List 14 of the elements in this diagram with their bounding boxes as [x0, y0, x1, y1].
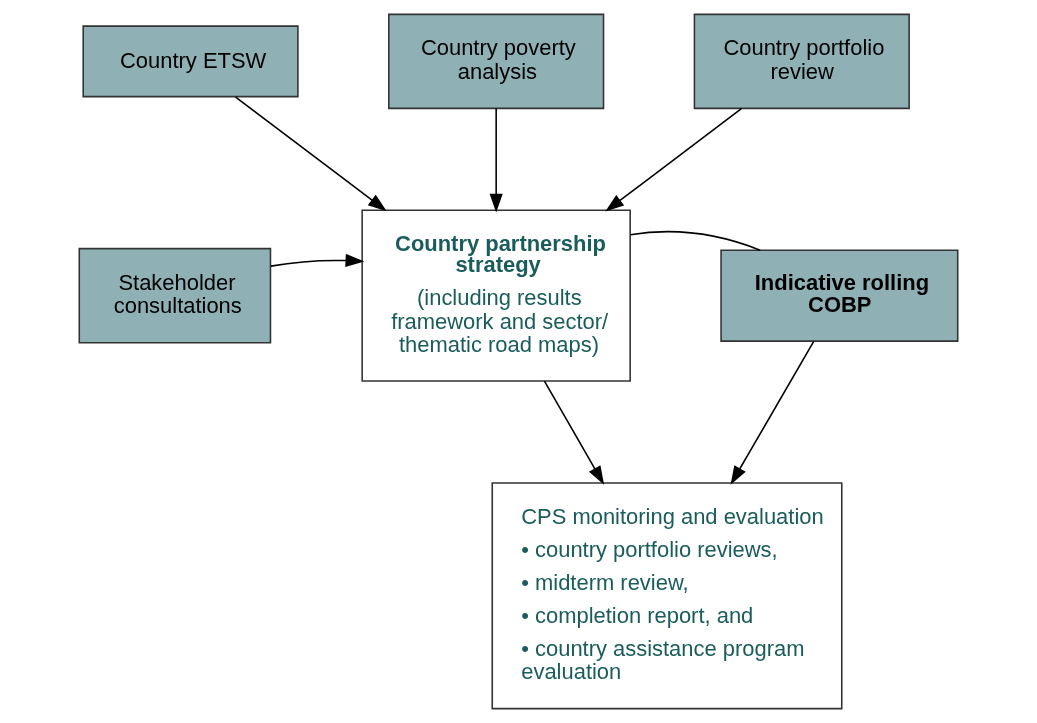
arrow — [730, 340, 815, 485]
arrow — [489, 107, 503, 213]
node-box: Country ETSW — [82, 25, 299, 98]
node-box: Indicative rolling COBP — [720, 249, 959, 342]
node-box: Country partnership strategy (including results framework and sector/ thematic road maps) — [361, 209, 631, 382]
node-box: CPS monitoring and evaluation • country portfolio reviews, • midterm review, • completion report, and • country assistance program evaluation — [491, 482, 843, 710]
arrow — [605, 107, 743, 212]
node-box: Country poverty analysis — [388, 13, 605, 110]
node-box: Country portfolio review — [693, 13, 910, 110]
node-box: Stakeholder consultations — [78, 247, 272, 344]
connector — [629, 230, 761, 251]
arrow — [543, 380, 605, 485]
arrow — [270, 253, 365, 268]
arrow — [234, 96, 387, 212]
